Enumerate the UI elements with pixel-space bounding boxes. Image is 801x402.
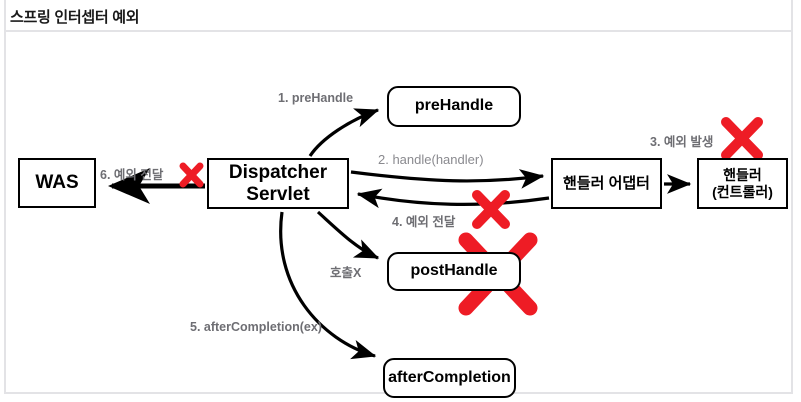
node-aftercompletion-label: afterCompletion <box>388 368 511 386</box>
edge-label-call-x: 호출X <box>330 266 362 280</box>
node-was[interactable]: WAS <box>18 158 96 208</box>
node-handler-adapter[interactable]: 핸들러 어댑터 <box>551 158 662 209</box>
edge-label-exception-pass-4: 4. 예외 전달 <box>392 215 456 229</box>
node-handler-controller[interactable]: 핸들러 (컨트롤러) <box>697 158 788 209</box>
node-dispatcher-label-line1: Dispatcher <box>228 161 328 183</box>
edge-label-exception-occurred: 3. 예외 발생 <box>650 135 714 149</box>
node-handler-label-line2: (컨트롤러) <box>712 183 773 200</box>
edge-label-prehandle: 1. preHandle <box>278 91 354 105</box>
node-dispatcher-servlet[interactable]: Dispatcher Servlet <box>207 158 349 209</box>
node-was-label: WAS <box>35 172 79 194</box>
node-handler-adapter-label: 핸들러 어댑터 <box>563 174 650 192</box>
node-posthandle-label: postHandle <box>410 262 498 280</box>
edge-label-handle: 2. handle(handler) <box>378 152 484 167</box>
page-title: 스프링 인터셉터 예외 <box>10 9 140 26</box>
node-prehandle[interactable]: preHandle <box>387 86 521 127</box>
node-posthandle[interactable]: postHandle <box>387 252 521 291</box>
node-dispatcher-label-line2: Servlet <box>246 183 310 205</box>
content-frame <box>4 0 793 394</box>
node-handler-label-line1: 핸들러 <box>723 167 762 184</box>
node-prehandle-label: preHandle <box>414 97 494 115</box>
node-aftercompletion[interactable]: afterCompletion <box>383 358 516 398</box>
title-divider <box>4 30 793 32</box>
edge-label-exception-pass-6: 6. 예외 전달 <box>100 168 164 182</box>
edge-label-after-completion: 5. afterCompletion(ex) <box>190 320 322 334</box>
